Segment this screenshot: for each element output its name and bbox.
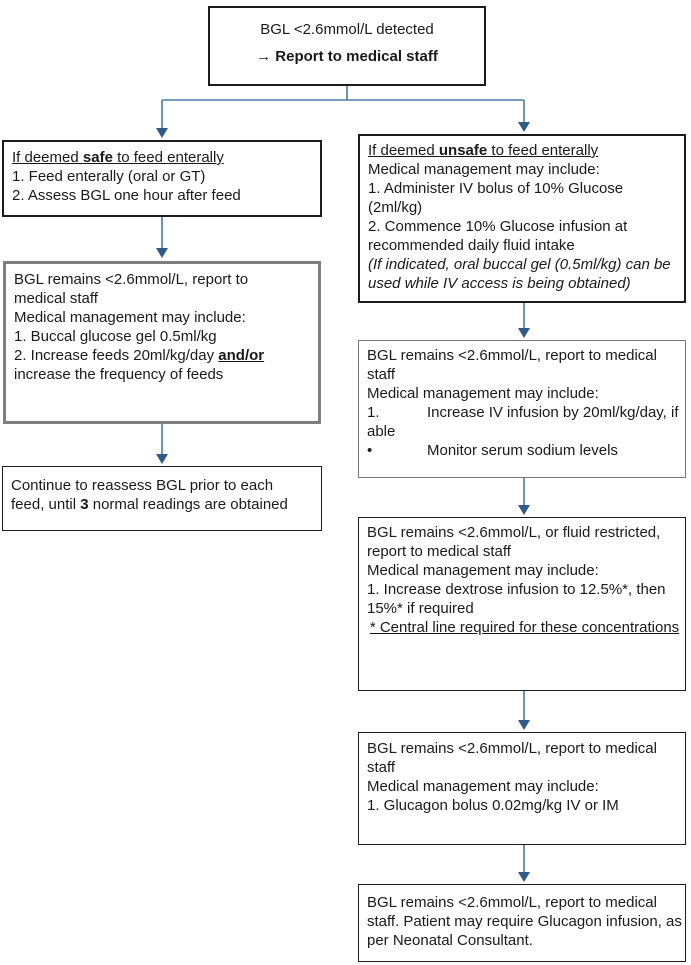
arrowhead-icon — [518, 872, 530, 882]
node-bgl-detected: BGL <2.6mmol/L detected → Report to medi… — [208, 6, 486, 86]
item-text: Increase IV infusion by 20ml/kg/day, if … — [367, 404, 679, 440]
text: Continue to reassess BGL prior to each f… — [11, 477, 274, 513]
item-text: Monitor serum sodium levels — [427, 442, 618, 459]
node-glucagon-infusion: BGL remains <2.6mmol/L, report to medica… — [358, 884, 686, 962]
node-safe-to-feed: If deemed safe to feed enterally 1. Feed… — [2, 140, 322, 217]
arrowhead-icon — [156, 128, 168, 138]
paragraph: BGL remains <2.6mmol/L, report to medica… — [14, 271, 249, 307]
list-item: 2. Increase feeds 20ml/kg/day and/or inc… — [14, 346, 294, 384]
heading-text: If deemed — [368, 142, 439, 159]
paragraph: Medical management may include: — [14, 309, 246, 326]
list-item: • Monitor serum sodium levels — [367, 441, 682, 460]
central-line-footnote: * Central line required for these concen… — [369, 619, 680, 636]
safe-branch-heading: If deemed safe to feed enterally — [12, 148, 312, 167]
arrowhead-icon — [518, 122, 530, 132]
node-continue-reassess: Continue to reassess BGL prior to each f… — [2, 466, 322, 531]
paragraph: Medical management may include: — [367, 385, 599, 402]
heading-text: to feed enterally — [112, 149, 224, 166]
item-text: 2. Increase feeds 20ml/kg/day — [14, 347, 219, 364]
node-safe-bgl-remains: BGL remains <2.6mmol/L, report to medica… — [3, 261, 321, 424]
paragraph: Medical management may include: — [367, 562, 599, 579]
list-item: 1. Glucagon bolus 0.02mg/kg IV or IM — [367, 797, 619, 814]
list-item: 1. Feed enterally (oral or GT) — [12, 168, 206, 185]
paragraph: BGL remains <2.6mmol/L, or fluid restric… — [367, 524, 661, 560]
bold-text: 3 — [80, 496, 89, 513]
list-item: 1. Buccal glucose gel 0.5ml/kg — [14, 328, 217, 345]
paragraph: BGL remains <2.6mmol/L, report to medica… — [367, 347, 657, 383]
item-bold-text: and/or — [218, 347, 265, 364]
heading-text: to feed enterally — [487, 142, 599, 159]
heading-text: If deemed — [12, 149, 83, 166]
paragraph: Continue to reassess BGL prior to each f… — [11, 476, 299, 514]
list-item: 2. Commence 10% Glucose infusion at reco… — [368, 218, 628, 254]
heading-bold-text: safe — [82, 149, 113, 166]
paragraph: Medical management may include: — [368, 161, 600, 178]
list-item: 1. Increase dextrose infusion to 12.5%*,… — [367, 581, 666, 617]
arrowhead-icon — [156, 248, 168, 258]
node-unsafe-bgl-remains-2: BGL remains <2.6mmol/L, or fluid restric… — [358, 517, 686, 691]
arrowheads — [156, 122, 530, 882]
unsafe-branch-heading: If deemed unsafe to feed enterally — [368, 141, 681, 160]
item-marker: 1. — [367, 404, 380, 421]
node-unsafe-bgl-remains-3: BGL remains <2.6mmol/L, report to medica… — [358, 732, 686, 845]
text: normal readings are obtained — [88, 496, 288, 513]
list-item: 1. Administer IV bolus of 10% Glucose (2… — [368, 180, 624, 216]
item-text: increase the frequency of feeds — [14, 366, 224, 383]
connector-lines — [161, 86, 525, 872]
bullet-icon: • — [367, 442, 373, 459]
heading-bold-text: unsafe — [438, 142, 488, 159]
paragraph: BGL remains <2.6mmol/L, report to medica… — [367, 740, 657, 776]
node-unsafe-bgl-remains-1: BGL remains <2.6mmol/L, report to medica… — [358, 340, 686, 478]
report-to-medical-staff-text: → Report to medical staff — [256, 48, 438, 65]
bgl-detected-text: BGL <2.6mmol/L detected — [260, 21, 434, 38]
arrowhead-icon — [518, 720, 530, 730]
paragraph: Medical management may include: — [367, 778, 599, 795]
paragraph: BGL remains <2.6mmol/L, report to medica… — [367, 894, 682, 949]
arrowhead-icon — [156, 454, 168, 464]
italic-note: (If indicated, oral buccal gel (0.5ml/kg… — [368, 256, 671, 292]
list-item: 2. Assess BGL one hour after feed — [12, 187, 241, 204]
arrowhead-icon — [518, 328, 530, 338]
branch-split-line — [161, 86, 525, 128]
node-unsafe-to-feed: If deemed unsafe to feed enterally Medic… — [358, 134, 686, 303]
list-item: 1.Increase IV infusion by 20ml/kg/day, i… — [367, 403, 682, 441]
arrowhead-icon — [518, 505, 530, 515]
